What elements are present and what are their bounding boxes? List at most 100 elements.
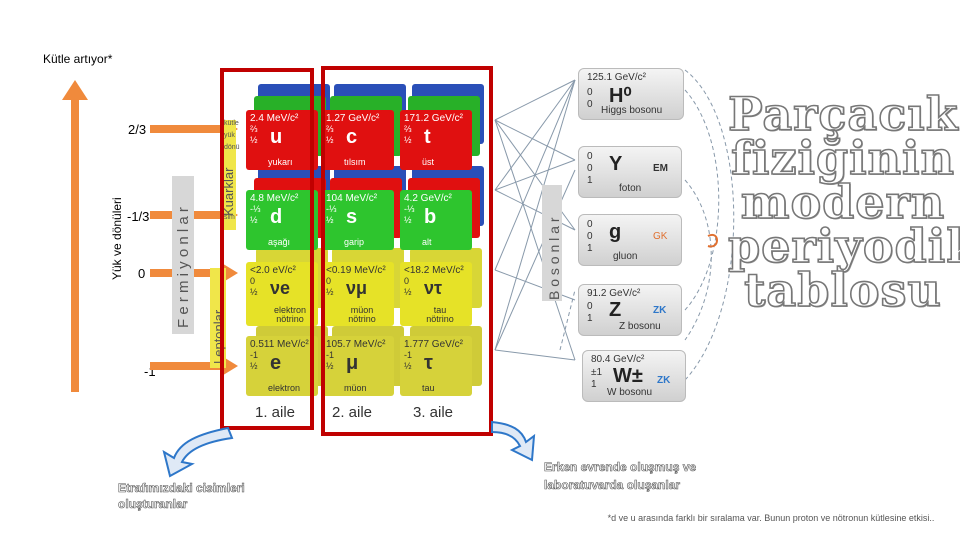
particle-muon[interactable]: 105.7 MeV/c² -1 ½ μ müon (322, 336, 394, 396)
generation-1-label: 1. aile (255, 404, 296, 421)
particle-mass: 4.8 MeV/c² (250, 193, 299, 204)
particle-symbol: c (346, 126, 358, 148)
left-caption: Etrafımızdaki cisimleri oluşturanlar (118, 481, 245, 512)
particle-symbol: νe (270, 278, 291, 298)
particle-symbol: τ (424, 352, 433, 374)
particle-charge: -1 (326, 350, 335, 360)
particle-name: tau (422, 383, 435, 393)
particle-charge: 0 (326, 276, 332, 286)
particle-charge: -1 (404, 350, 413, 360)
particle-electron[interactable]: 0.511 MeV/c² -1 ½ e elektron (246, 336, 318, 396)
charge-arrows (150, 118, 238, 377)
particle-mass: <2.0 eV/c² (250, 265, 296, 276)
boson-charge: 0 (587, 87, 593, 98)
charge-level-2-3: 2/3 (128, 122, 147, 137)
particle-c[interactable]: 1.27 GeV/c² ⅔ ½ c tılsım (322, 110, 394, 170)
boson-spin: 1 (587, 243, 593, 254)
charge-level-minus-1: -1 (144, 364, 156, 379)
particle-muon-neutrino[interactable]: <0.19 MeV/c² 0 ½ νμ müon nötrino (322, 262, 394, 326)
mass-axis-arrow (62, 80, 88, 392)
particle-tau-neutrino[interactable]: <18.2 MeV/c² 0 ½ ντ tau nötrino (400, 262, 472, 326)
mass-increase-label: Kütle artıyor* (43, 52, 113, 66)
particle-mass: 171.2 GeV/c² (404, 113, 463, 124)
particle-name: garip (344, 237, 365, 247)
particle-mass: 2.4 MeV/c² (250, 113, 299, 124)
bosons-label: B o s o n l a r (546, 217, 562, 300)
particle-spin: ½ (326, 135, 334, 145)
boson-spin: 1 (587, 313, 593, 324)
particle-symbol: t (424, 126, 431, 148)
boson-charge: ±1 (591, 367, 603, 378)
particle-spin: ½ (250, 287, 258, 297)
boson-charge: 0 (587, 163, 593, 174)
row-hint-spin: dönü (224, 144, 240, 151)
charge-spin-label: Yük ve dönüleri (110, 197, 124, 280)
particle-s[interactable]: 104 MeV/c² -⅓ ½ s garip (322, 190, 394, 250)
particle-symbol: νμ (346, 278, 368, 298)
title-line: periyodik (727, 219, 960, 273)
particle-mass: 1.777 GeV/c² (404, 339, 463, 350)
boson-mass: 0 (587, 151, 593, 162)
particle-electron-neutrino[interactable]: <2.0 eV/c² 0 ½ νe elektron nötrino (246, 262, 318, 326)
particle-charge: ⅔ (404, 124, 412, 134)
boson-mass: 0 (587, 219, 593, 230)
particle-charge: 0 (250, 276, 256, 286)
boson-symbol: H⁰ (609, 85, 632, 107)
row-hint-mass: kütle (224, 120, 239, 127)
particle-symbol: s (346, 206, 358, 228)
particle-spin: ½ (250, 361, 258, 371)
boson-tag: ZK (653, 305, 667, 316)
second-third-generation-frame (321, 66, 493, 436)
boson-name: W bosonu (607, 387, 653, 398)
particle-charge: -⅓ (404, 204, 415, 214)
particle-name: üst (422, 157, 435, 167)
boson-self-interaction-lines (684, 69, 735, 381)
particle-name: alt (422, 237, 432, 247)
particle-mass: 105.7 MeV/c² (326, 339, 386, 350)
particle-name: müon nötrino (348, 305, 376, 324)
particle-charge: -1 (250, 350, 259, 360)
generation-2-label: 2. aile (332, 404, 373, 421)
left-callout-arrow (162, 426, 234, 478)
boson-tag: GK (653, 231, 668, 242)
particle-u[interactable]: 2.4 MeV/c² ⅔ ½ u yukarı (246, 110, 318, 170)
particle-name: müon (344, 383, 367, 393)
footnote: *d ve u arasında farklı bir sıralama var… (607, 513, 935, 523)
particle-mass: <18.2 MeV/c² (404, 265, 464, 276)
first-generation-frame (220, 68, 314, 430)
particle-spin: ½ (326, 215, 334, 225)
particle-symbol: u (270, 126, 283, 148)
particle-symbol: μ (346, 352, 359, 374)
particle-charge: ⅔ (250, 124, 258, 134)
particle-mass: 4.2 GeV/c² (404, 193, 452, 204)
boson-mass: 80.4 GeV/c² (591, 354, 645, 365)
particle-charge: -⅓ (250, 204, 261, 214)
fermions-band (172, 176, 194, 334)
row-hint-sim: sim (224, 214, 235, 221)
particle-d[interactable]: 4.8 MeV/c² -⅓ ½ d aşağı (246, 190, 318, 250)
particle-spin: ½ (326, 287, 334, 297)
quarks-band (220, 120, 236, 230)
bosons-band (542, 185, 562, 301)
boson-symbol: g (609, 221, 622, 243)
boson-mass: 91.2 GeV/c² (587, 288, 641, 299)
generation-3-label: 3. aile (413, 404, 454, 421)
boson-tag: ZK (657, 375, 671, 386)
particle-symbol: d (270, 206, 283, 228)
particle-b[interactable]: 4.2 GeV/c² -⅓ ½ b alt (400, 190, 472, 250)
particle-charge: ⅔ (326, 124, 334, 134)
particle-mass: <0.19 MeV/c² (326, 265, 386, 276)
charge-level-minus-1-3: -1/3 (127, 209, 150, 224)
boson-name: gluon (613, 251, 638, 262)
particle-tau[interactable]: 1.777 GeV/c² -1 ½ τ tau (400, 336, 472, 396)
particle-spin: ½ (250, 215, 258, 225)
particle-name: tau nötrino (426, 305, 454, 324)
particle-spin: ½ (404, 135, 412, 145)
title-line: tablosu (743, 263, 942, 317)
particle-t[interactable]: 171.2 GeV/c² ⅔ ½ t üst (400, 110, 472, 170)
